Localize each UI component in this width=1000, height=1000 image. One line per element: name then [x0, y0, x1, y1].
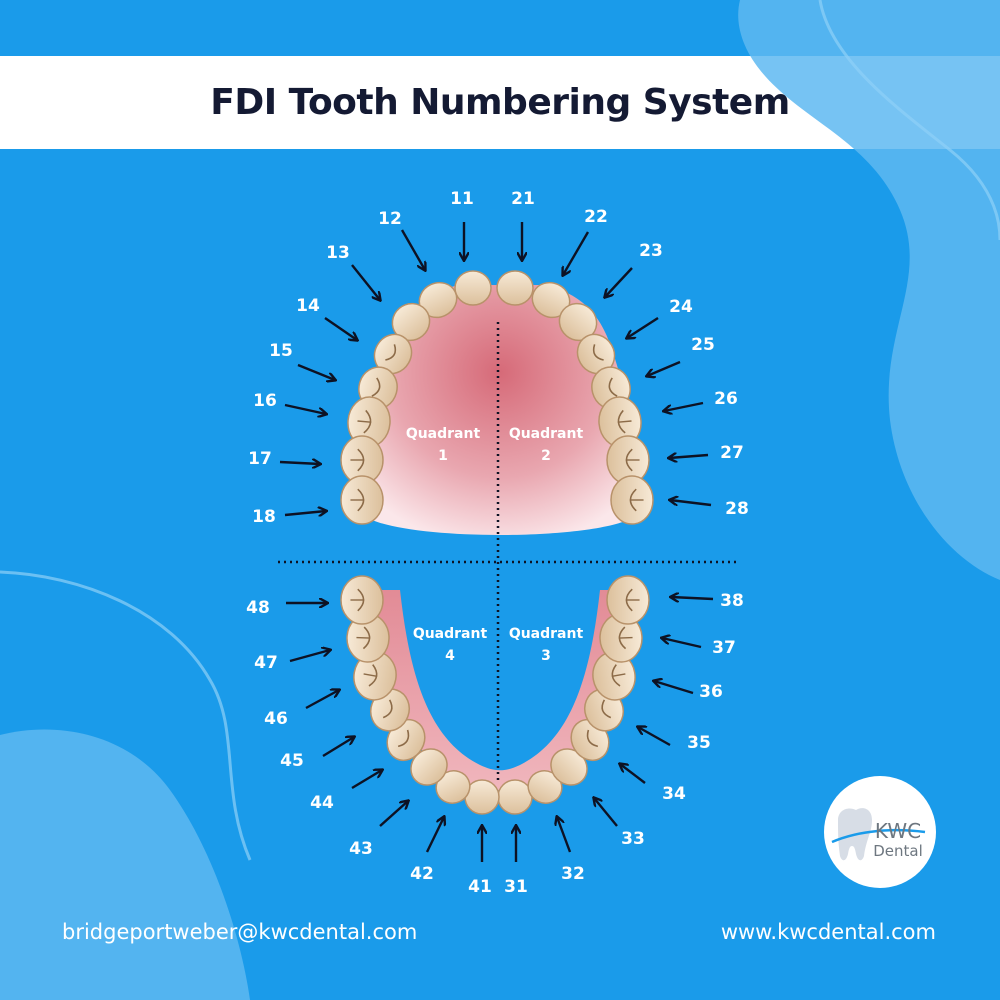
page-title: FDI Tooth Numbering System [210, 82, 790, 123]
tooth-label-12: 12 [378, 209, 402, 229]
tooth-label-13: 13 [326, 243, 350, 263]
tooth-label-42: 42 [410, 864, 434, 884]
tooth-label-25: 25 [691, 335, 715, 355]
arrow-23 [605, 267, 633, 297]
quadrant-2-word: Quadrant [509, 426, 584, 442]
arrow-45 [322, 737, 354, 758]
upper-teeth [340, 270, 654, 525]
tooth-label-47: 47 [254, 653, 278, 673]
kwc-dental-logo: KWC Dental [824, 776, 936, 888]
lower-teeth [340, 575, 650, 815]
tooth-label-46: 46 [264, 709, 288, 729]
tooth-18 [340, 475, 384, 525]
arrow-26 [664, 401, 704, 411]
tooth-label-34: 34 [662, 784, 686, 804]
arrow-36 [654, 681, 694, 695]
quadrant-3-number: 3 [541, 648, 551, 664]
logo-text-dental: Dental [873, 842, 923, 860]
arrow-44 [351, 770, 382, 790]
tooth-31 [497, 779, 533, 815]
decor-shape-bottom-left [0, 729, 250, 1000]
tooth-46 [353, 651, 397, 701]
arrow-38 [671, 597, 714, 599]
tooth-label-24: 24 [669, 297, 693, 317]
arrow-27 [669, 455, 709, 458]
arrow-12 [400, 229, 425, 270]
tooth-label-36: 36 [699, 682, 723, 702]
arrow-15 [297, 363, 335, 380]
arrows [279, 222, 714, 862]
quadrant-1-word: Quadrant [406, 426, 481, 442]
footer-website[interactable]: www.kwcdental.com [720, 920, 936, 944]
arrow-32 [557, 817, 572, 853]
arrow-22 [563, 231, 590, 275]
tooth-label-45: 45 [280, 751, 304, 771]
tooth-27 [606, 435, 650, 485]
arrow-46 [305, 690, 339, 710]
tooth-label-27: 27 [720, 443, 744, 463]
tooth-label-48: 48 [246, 598, 270, 618]
decor-curve-top-right [818, 0, 1000, 241]
tooth-label-26: 26 [714, 389, 738, 409]
footer-email[interactable]: bridgeportweber@kwcdental.com [62, 920, 418, 944]
tooth-label-11: 11 [450, 189, 474, 209]
tooth-label-33: 33 [621, 829, 645, 849]
tooth-label-37: 37 [712, 638, 736, 658]
tooth-11 [454, 270, 492, 306]
arrow-13 [351, 264, 380, 300]
tooth-38 [606, 575, 650, 625]
tooth-label-21: 21 [511, 189, 535, 209]
quadrant-4-number: 4 [445, 648, 455, 664]
tooth-label-38: 38 [720, 591, 744, 611]
decor-shape-top-right [738, 0, 1000, 580]
tooth-label-17: 17 [248, 449, 272, 469]
tooth-24 [576, 333, 616, 375]
arrow-25 [647, 360, 681, 376]
logo-text-kwc: KWC [875, 819, 921, 843]
tooth-28 [610, 475, 654, 525]
tooth-48 [340, 575, 384, 625]
decor-curve-bottom-left [0, 570, 252, 861]
arrow-37 [662, 638, 702, 649]
tooth-label-22: 22 [584, 207, 608, 227]
quadrant-3-word: Quadrant [509, 626, 584, 642]
arrow-16 [284, 403, 326, 414]
tooth-label-14: 14 [296, 296, 320, 316]
arrow-33 [594, 798, 618, 827]
arrow-17 [279, 462, 320, 464]
arrow-28 [670, 500, 712, 507]
arrow-14 [324, 317, 357, 340]
arrow-43 [379, 801, 408, 827]
tooth-label-28: 28 [725, 499, 749, 519]
arrow-42 [425, 817, 444, 853]
arrow-24 [627, 316, 659, 338]
tooth-label-23: 23 [639, 241, 663, 261]
arrow-47 [289, 650, 330, 663]
arrow-34 [620, 764, 646, 784]
quadrant-2-number: 2 [541, 448, 551, 464]
tooth-number-labels: 1112131415161718212223242526272831323334… [246, 189, 749, 897]
quadrant-1-number: 1 [438, 448, 448, 464]
arrow-18 [284, 511, 326, 515]
tooth-label-31: 31 [504, 877, 528, 897]
tooth-label-15: 15 [269, 341, 293, 361]
tooth-label-16: 16 [253, 391, 277, 411]
tooth-label-18: 18 [252, 507, 276, 527]
upper-palate [368, 285, 632, 535]
tooth-47 [346, 613, 390, 663]
tooth-21 [496, 270, 534, 306]
tooth-label-35: 35 [687, 733, 711, 753]
tooth-label-32: 32 [561, 864, 585, 884]
arrow-35 [638, 727, 671, 747]
lower-gum [360, 590, 640, 791]
quadrant-4-word: Quadrant [413, 626, 488, 642]
tooth-label-43: 43 [349, 839, 373, 859]
tooth-label-44: 44 [310, 793, 334, 813]
tooth-label-41: 41 [468, 877, 492, 897]
